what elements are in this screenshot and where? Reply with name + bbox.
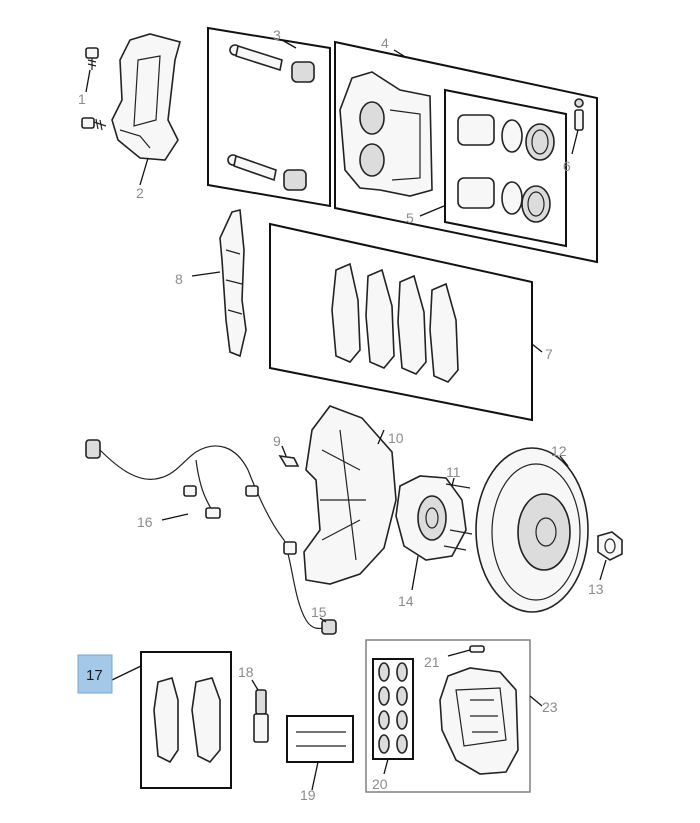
callout-9: 9 <box>273 433 281 449</box>
part-2-caliper-bracket[interactable] <box>111 33 181 186</box>
callout-17: 17 <box>86 667 103 684</box>
part-15-sensor-clip[interactable] <box>319 617 337 635</box>
callout-2: 2 <box>136 185 144 201</box>
part-7-brake-pad-kit[interactable] <box>269 222 543 422</box>
part-3-guide-pin-kit[interactable] <box>207 26 331 208</box>
part-18-sensor-clip[interactable] <box>251 679 269 743</box>
callout-8: 8 <box>175 271 183 287</box>
part-17-pad-set-box[interactable] <box>111 651 232 789</box>
callout-14: 14 <box>398 593 414 609</box>
part-4-caliper-housing[interactable] <box>334 40 598 264</box>
callout-4: 4 <box>381 35 389 51</box>
callout-18: 18 <box>238 664 254 680</box>
callout-13: 13 <box>588 581 604 597</box>
callout-19: 19 <box>300 787 316 803</box>
callout-6: 6 <box>563 158 571 174</box>
callout-20: 20 <box>372 776 388 792</box>
part-8-pad-clip[interactable] <box>191 208 247 358</box>
part-11-wheel-studs[interactable] <box>443 477 473 551</box>
part-9-screw[interactable] <box>278 445 300 467</box>
part-10-splash-shield[interactable] <box>303 405 397 585</box>
callout-1: 1 <box>78 91 86 107</box>
part-13-hub-nut[interactable] <box>597 531 623 581</box>
callout-21: 21 <box>424 654 440 670</box>
callout-3: 3 <box>273 27 281 43</box>
callout-15: 15 <box>311 604 327 620</box>
callout-5: 5 <box>406 210 414 226</box>
part-16-sensor-harness[interactable] <box>85 439 331 630</box>
part-5-piston-seal-kit[interactable] <box>419 88 567 248</box>
part-19-pin-kit[interactable] <box>286 715 354 791</box>
callout-11: 11 <box>446 464 461 480</box>
part-23-caliper-assembly-box[interactable] <box>365 639 543 793</box>
callout-7: 7 <box>545 346 553 362</box>
part-21-bleeder-screw[interactable] <box>447 645 485 657</box>
callout-17-highlight[interactable] <box>77 654 113 694</box>
part-6-bleeder-screw[interactable] <box>571 98 584 155</box>
part-12-brake-rotor[interactable] <box>475 447 589 613</box>
callout-16: 16 <box>137 514 153 530</box>
caliper-assembly <box>439 667 519 775</box>
part-14-hub-bearing[interactable] <box>395 475 467 591</box>
callout-10: 10 <box>388 430 404 446</box>
callout-labels: 1 2 3 4 5 6 7 8 9 10 11 12 13 14 15 16 1… <box>78 27 604 803</box>
callout-12: 12 <box>551 443 567 459</box>
part-1-bolts[interactable] <box>81 47 107 131</box>
callout-23: 23 <box>542 699 558 715</box>
part-20-seal-kit[interactable] <box>372 658 414 775</box>
